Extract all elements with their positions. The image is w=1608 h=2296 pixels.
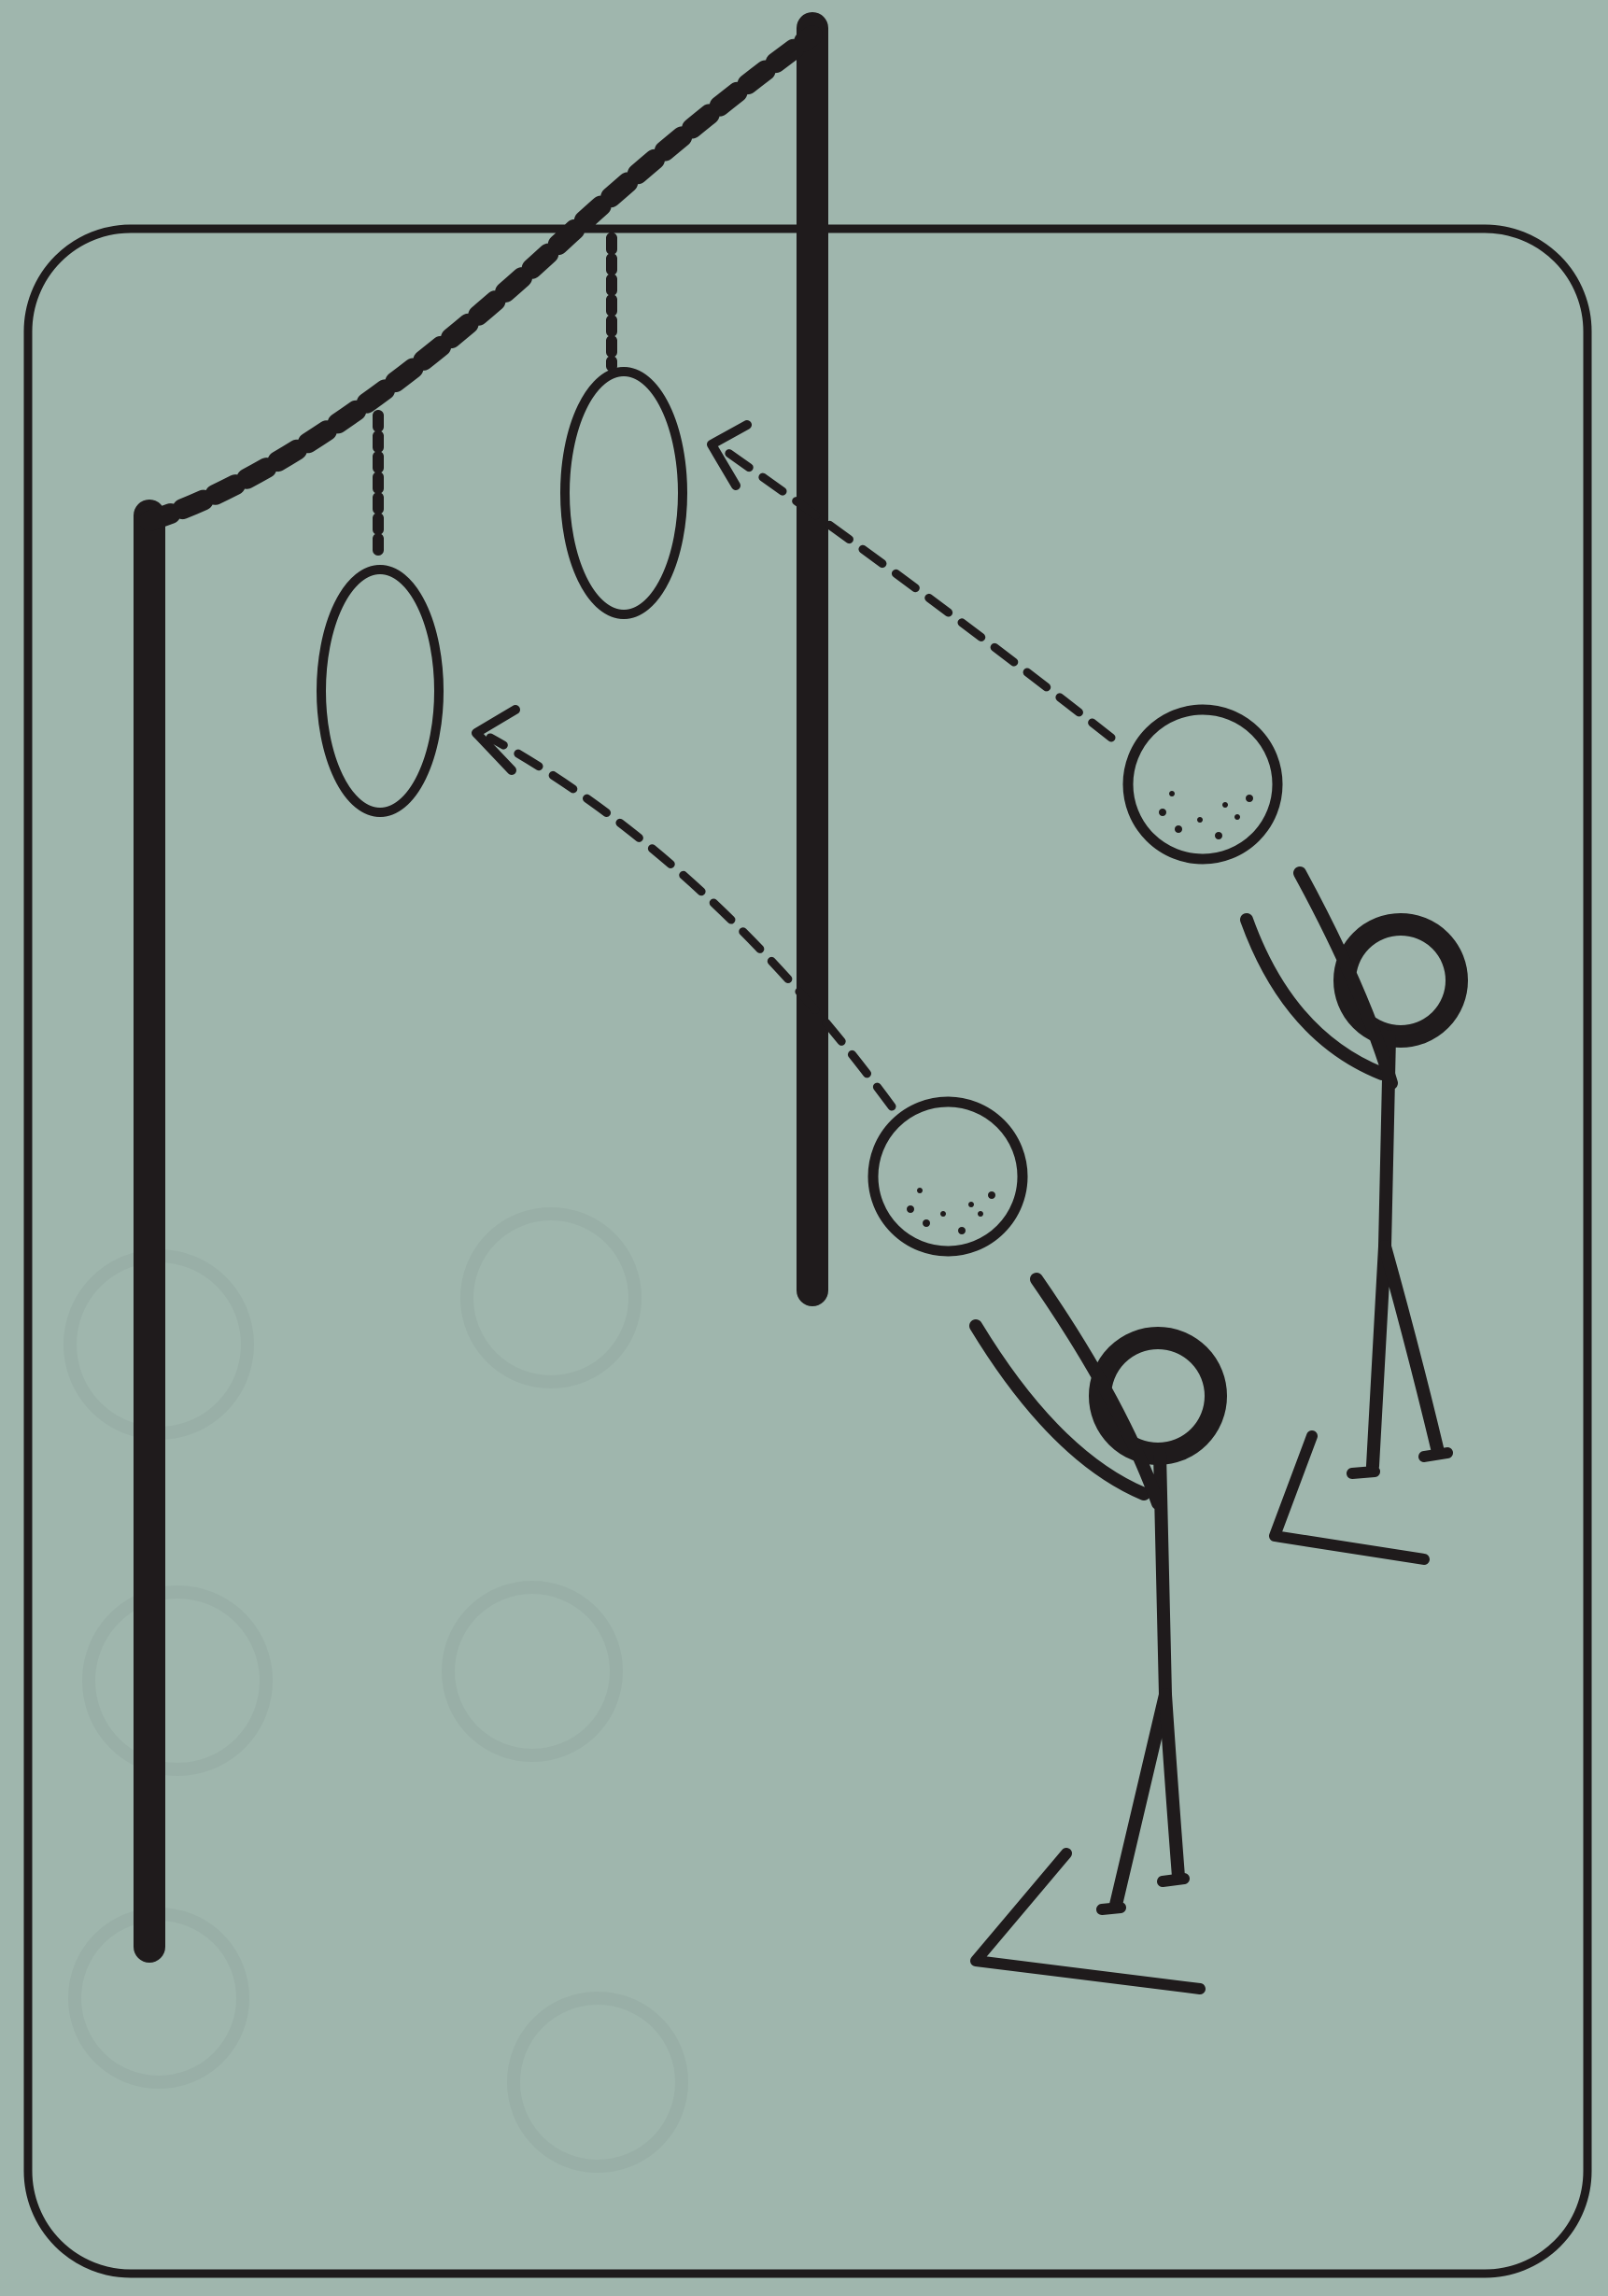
near-ball-trajectory — [490, 738, 892, 1106]
near-player — [976, 1279, 1216, 1989]
far-player — [1247, 873, 1457, 1559]
far-ball — [1128, 710, 1277, 859]
right-hoop — [565, 372, 683, 614]
left-hoop — [321, 570, 439, 812]
far-ball-trajectory — [728, 453, 1111, 738]
near-ball — [873, 1102, 1023, 1251]
